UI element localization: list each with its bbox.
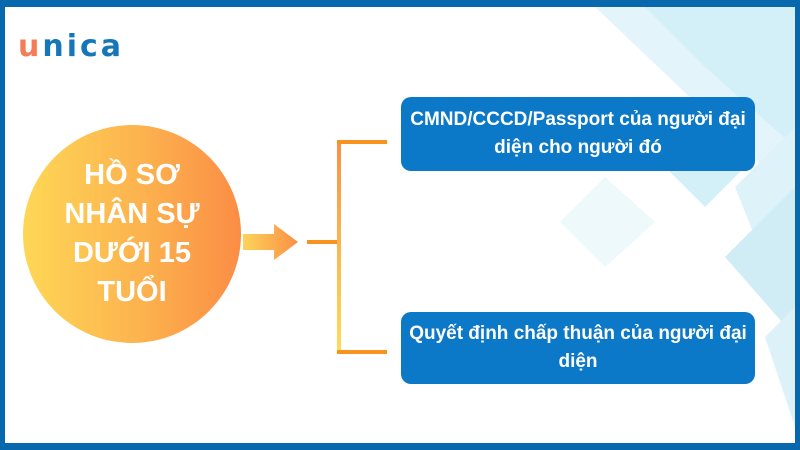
branch-label: Quyết định chấp thuận của người đại diện: [409, 323, 747, 372]
branch-bracket: [307, 140, 387, 354]
main-topic-label: HỒ SƠ NHÂN SỰ DƯỚI 15 TUỔI: [64, 159, 200, 308]
logo-rest: nica: [42, 29, 125, 64]
main-topic-circle: HỒ SƠ NHÂN SỰ DƯỚI 15 TUỔI: [23, 125, 241, 343]
unica-logo: unica: [18, 27, 124, 67]
branch-box-approval-decision: Quyết định chấp thuận của người đại diện: [401, 312, 755, 384]
right-arrow-icon: [243, 224, 298, 260]
branch-box-id-documents: CMND/CCCD/Passport của người đại diện ch…: [401, 97, 755, 171]
branch-label: CMND/CCCD/Passport của người đại diện ch…: [410, 109, 746, 158]
logo-first-letter: u: [18, 29, 43, 64]
